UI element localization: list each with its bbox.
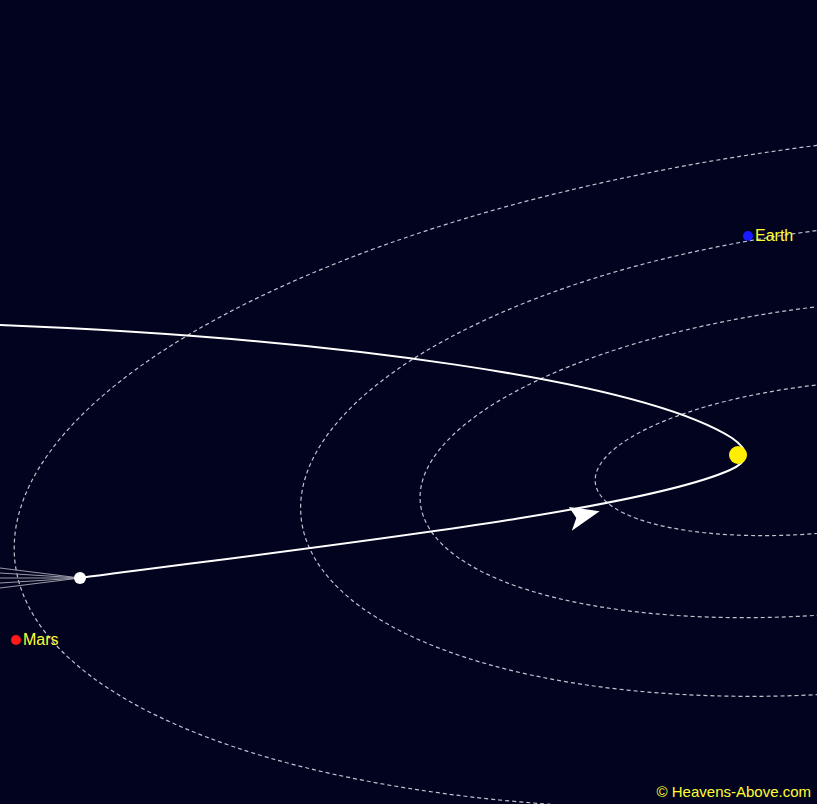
comet-dot bbox=[74, 572, 86, 584]
copyright-watermark: © Heavens-Above.com bbox=[657, 783, 811, 801]
comet-tail bbox=[0, 568, 80, 588]
planet-orbits bbox=[0, 47, 817, 804]
sun-dot bbox=[729, 446, 747, 464]
comet-orbit bbox=[0, 325, 745, 578]
direction-arrow bbox=[569, 503, 602, 530]
earth-dot bbox=[743, 231, 753, 241]
planet-label: Earth bbox=[755, 227, 793, 245]
planet-label: Mars bbox=[23, 631, 59, 649]
mars-dot bbox=[11, 635, 21, 645]
